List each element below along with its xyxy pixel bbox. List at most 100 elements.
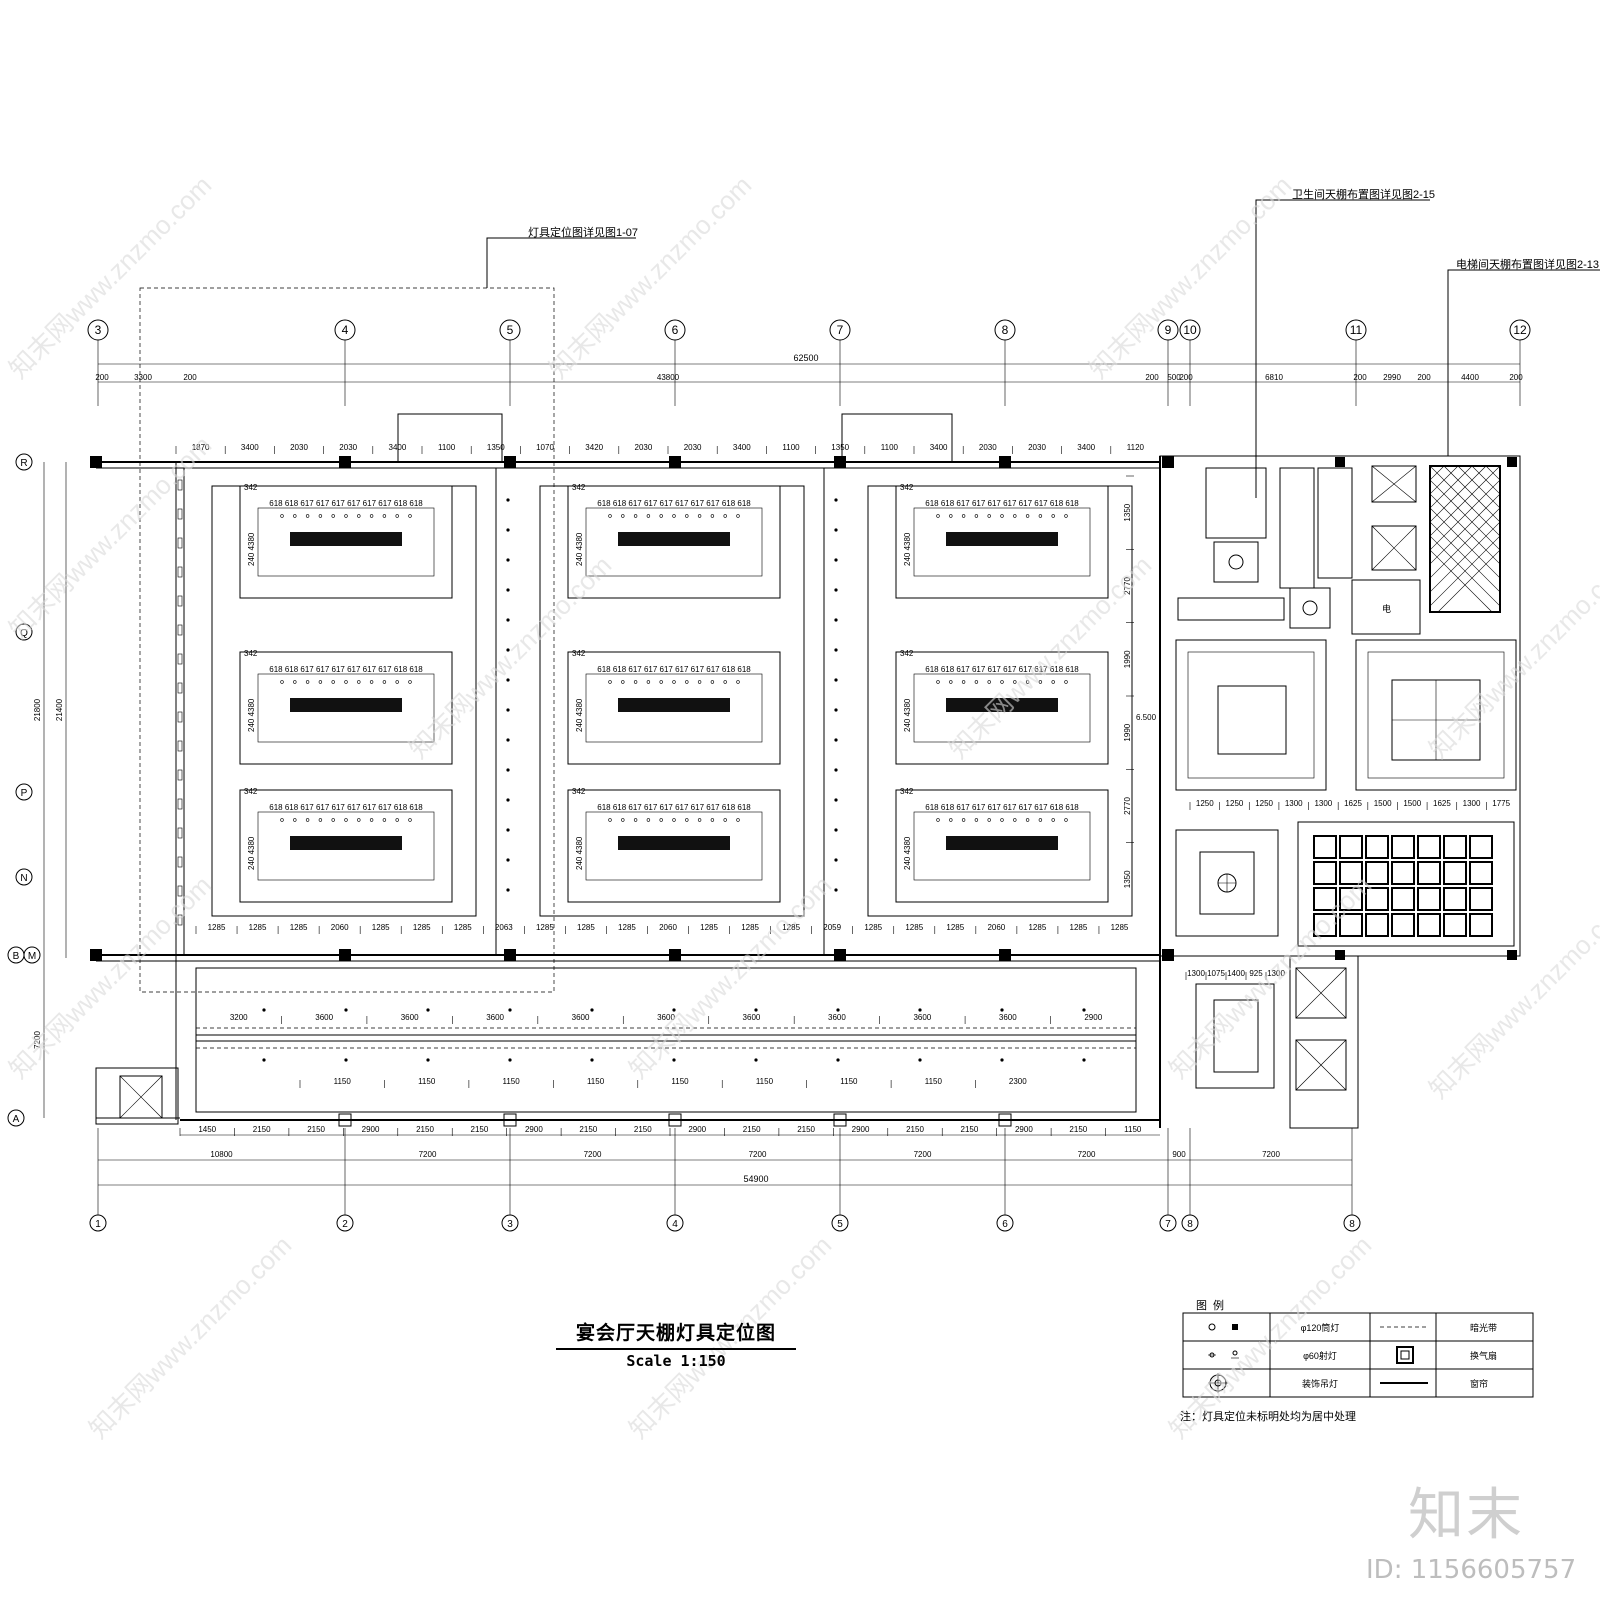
right-room-dim: 1250	[1255, 799, 1273, 808]
column-bottom	[833, 1113, 847, 1127]
corridor-spotlight	[836, 1058, 840, 1062]
corridor-dim: 3600	[913, 1013, 931, 1022]
aisle-spotlight	[834, 888, 838, 892]
toilet-ref-leader	[1255, 199, 1430, 498]
downlight-dot	[710, 514, 715, 518]
top-dim-value: 200	[1145, 373, 1159, 382]
panel-light-spacing: 618 618 617 617 617 617 617 617 618 618	[597, 803, 751, 812]
downlight-dot	[659, 680, 663, 684]
downlight-dot	[331, 818, 335, 822]
corridor-spotlight	[672, 1008, 676, 1012]
right-room-dim: 1250	[1226, 799, 1244, 808]
corridor-light-dim: 1150	[503, 1077, 521, 1086]
bottom-detail-dim: 2150	[961, 1125, 979, 1134]
corridor-spotlight	[508, 1008, 512, 1012]
top-detail-dim: 2030	[684, 443, 702, 452]
elevator-ref-leader	[1447, 269, 1600, 456]
aisle-spotlight	[506, 708, 510, 712]
column-bottom	[503, 1113, 517, 1127]
corridor-spotlight	[344, 1058, 348, 1062]
hall-row-dim: 2060	[331, 923, 349, 932]
column	[1335, 457, 1345, 467]
aisle-spotlight	[506, 738, 510, 742]
axis-label: 8	[1002, 323, 1009, 337]
aisle-spotlight	[506, 618, 510, 622]
downlight-dot	[949, 818, 953, 822]
top-dim-value: 43800	[657, 373, 680, 382]
aisle-spotlight	[506, 678, 510, 682]
downlight-dot	[672, 680, 676, 684]
grid-cell	[1313, 861, 1337, 885]
downlight-dot	[974, 514, 979, 518]
bottom-dim-value: 900	[1172, 1150, 1186, 1159]
downlight-dot	[1038, 818, 1043, 822]
downlight-dot	[382, 680, 387, 684]
panel-lead-dim: 342	[244, 787, 258, 796]
hall-row-dim: 2060	[987, 923, 1005, 932]
downlight-dot	[293, 514, 297, 518]
axis-bubble	[23, 946, 41, 964]
downlight-dot	[608, 680, 612, 684]
downlight-dot	[1025, 514, 1030, 518]
grid-cell	[1365, 861, 1389, 885]
downlight-dot	[633, 514, 638, 518]
column	[339, 456, 351, 468]
grid-cell	[1313, 835, 1337, 859]
grid-cell	[1313, 913, 1337, 937]
downlight-dot	[697, 818, 702, 822]
downlight-dot	[293, 818, 297, 822]
vip-rooms	[1175, 639, 1517, 1089]
corridor-ceiling	[95, 967, 1137, 1125]
corridor-spotlight	[918, 1008, 922, 1012]
downlight-dot	[331, 514, 335, 518]
downlight-dot	[987, 514, 991, 518]
right-room-dim: 1775	[1492, 799, 1510, 808]
wall-light	[177, 856, 183, 868]
downlight-dot	[369, 680, 374, 684]
aisle-spotlight	[506, 888, 510, 892]
top-detail-dim: 3400	[733, 443, 751, 452]
corridor-light-dim: 1150	[334, 1077, 352, 1086]
downlight-dot	[357, 680, 361, 684]
panel-lead-dim: 342	[244, 483, 258, 492]
legend-table: φ120筒灯 暗光带 φ60射灯 换气扇 装饰吊灯 窗帘	[1182, 1312, 1534, 1398]
axis-label: 3	[95, 323, 102, 337]
ceiling-panel	[567, 789, 781, 903]
corridor-dim: 3600	[828, 1013, 846, 1022]
wall-light	[177, 508, 183, 520]
column-bottom	[668, 1113, 682, 1127]
axis-bubble	[15, 868, 33, 886]
aisle-spotlight	[506, 798, 510, 802]
downlight-dot	[646, 818, 651, 822]
downlight-dot	[357, 818, 361, 822]
aisle-spotlight	[834, 828, 838, 832]
hall-row-dim: 1285	[290, 923, 308, 932]
corridor-light-dim: 1150	[925, 1077, 943, 1086]
grid-cell	[1469, 861, 1493, 885]
hall-row-dim: 1285	[454, 923, 472, 932]
bottom-dim-value: 7200	[1078, 1150, 1096, 1159]
right-room-dim: 1300	[1463, 799, 1481, 808]
panel-light-spacing: 618 618 617 617 617 617 617 617 618 618	[597, 665, 751, 674]
panel-lead-dim: 342	[900, 787, 914, 796]
axis-label: 11	[1350, 323, 1363, 337]
panel-inner	[585, 811, 763, 881]
aisle-spotlight	[834, 858, 838, 862]
elec-room-label: 电	[1382, 603, 1391, 614]
panel-light-spacing: 618 618 617 617 617 617 617 617 618 618	[925, 803, 1079, 812]
corridor-dim: 3600	[743, 1013, 761, 1022]
ceiling-panel	[239, 789, 453, 903]
axis-label: 4	[342, 323, 349, 337]
axis-label: 8	[1187, 1219, 1193, 1230]
grid-cell	[1469, 887, 1493, 911]
grid-cell	[1417, 835, 1441, 859]
bottom-dim-value: 7200	[914, 1150, 932, 1159]
hall-row-dim: 1285	[208, 923, 226, 932]
level-mark: 6.500	[1136, 713, 1157, 722]
hall-side-dim: 2770	[1123, 577, 1132, 595]
downlight-dot	[1000, 818, 1004, 822]
panel-inner	[913, 673, 1091, 743]
